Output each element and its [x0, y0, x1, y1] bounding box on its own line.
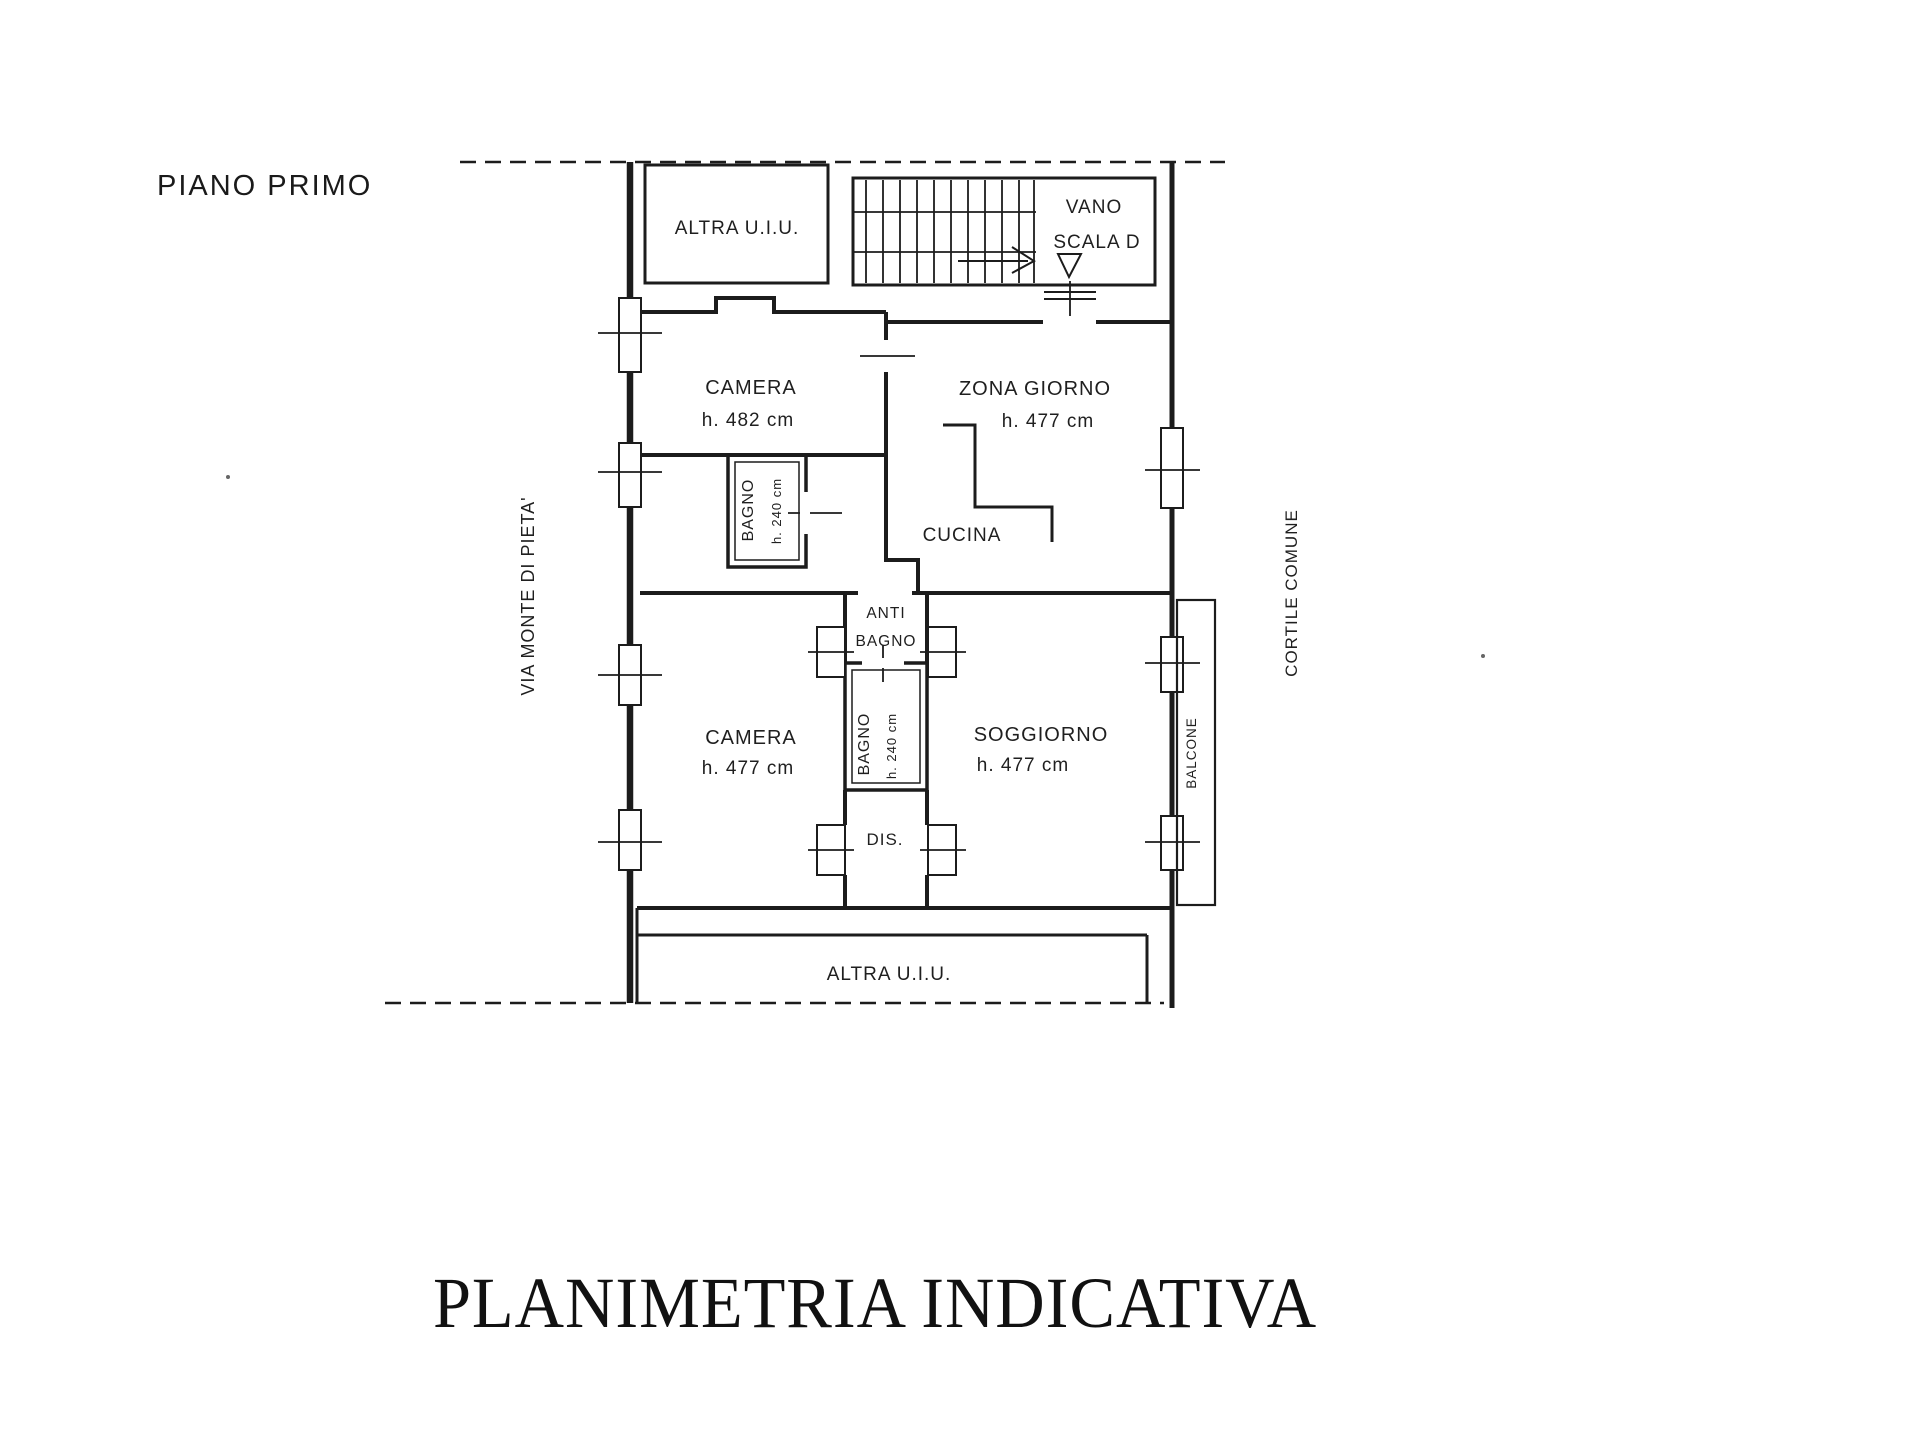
stair-direction-arrow [958, 246, 1036, 274]
wall-niche-symbols [808, 626, 966, 876]
room-height-camera-1: h. 482 cm [702, 410, 794, 431]
room-label-cucina: CUCINA [923, 525, 1002, 546]
room-label-zona-giorno: ZONA GIORNO [959, 378, 1111, 400]
room-label-balcone: BALCONE [1184, 717, 1199, 789]
caption-title: PLANIMETRIA INDICATIVA [432, 1263, 1318, 1343]
stair-treads [853, 180, 1036, 283]
bathroom-1-walls [726, 453, 810, 569]
vano-scala-label-line2: SCALA D [1053, 232, 1140, 253]
street-facade-windows [598, 297, 662, 871]
boundary-lines [385, 160, 1225, 1005]
balcony-outline [1175, 598, 1217, 907]
altra-uiu-top-label: ALTRA U.I.U. [675, 218, 800, 239]
room-height-zona-giorno: h. 477 cm [1002, 411, 1094, 432]
street-label: VIA MONTE DI PIETA' [518, 496, 538, 695]
scan-specks [226, 475, 1485, 658]
room-label-bagno-1: BAGNO [740, 479, 757, 542]
room-height-bagno-2: h. 240 cm [884, 713, 899, 779]
entrance-triangle-icon [1056, 253, 1083, 280]
room-label-camera-2: CAMERA [705, 727, 797, 749]
room-label-anti-bagno-line2: BAGNO [856, 633, 917, 650]
stairwell [851, 176, 1157, 287]
floor-label: PIANO PRIMO [157, 170, 373, 202]
courtyard-label: CORTILE COMUNE [1282, 509, 1301, 677]
room-label-soggiorno: SOGGIORNO [974, 724, 1109, 746]
room-height-bagno-1: h. 240 cm [769, 478, 784, 544]
altra-uiu-bottom-label: ALTRA U.I.U. [827, 964, 952, 985]
room-height-soggiorno: h. 477 cm [977, 755, 1069, 776]
room-label-dis: DIS. [866, 830, 903, 849]
facade-walls [626, 162, 1175, 1008]
entrance-door-marker [1044, 253, 1096, 316]
bathroom-2-walls [843, 658, 929, 792]
room-height-camera-2: h. 477 cm [702, 758, 794, 779]
room-label-anti-bagno-line1: ANTI [866, 605, 905, 622]
altra-uiu-bottom-room [635, 908, 1149, 1003]
altra-uiu-top-room [643, 163, 830, 285]
room-label-camera-1: CAMERA [705, 377, 797, 399]
kitchen-partition-wall [943, 423, 1054, 542]
room-label-bagno-2: BAGNO [856, 713, 873, 776]
vano-scala-label-line1: VANO [1066, 197, 1122, 218]
